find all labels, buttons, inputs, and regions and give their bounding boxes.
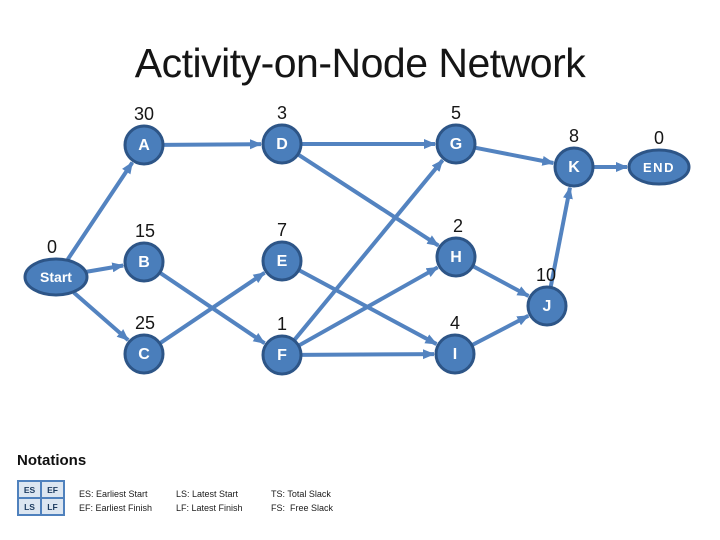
node-label-END: END (643, 160, 675, 175)
node-label-F: F (277, 347, 287, 364)
node-H: H2 (435, 216, 477, 278)
node-shape-E (261, 240, 303, 282)
node-shape-B (123, 241, 165, 283)
node-END: END 0 (627, 128, 691, 186)
node-shape-H (435, 236, 477, 278)
duration-label-J: 10 (536, 265, 556, 285)
legend-item: TS: Total Slack (271, 489, 331, 499)
edge-F-I (301, 349, 436, 360)
edge-J-K (548, 186, 573, 287)
legend-item: LS: Latest Start (176, 489, 239, 499)
duration-label-B: 15 (135, 221, 155, 241)
node-label-J: J (543, 298, 552, 315)
notation-legend: ES: Earliest Start LS: Latest Start TS: To… (79, 489, 381, 513)
node-label-A: A (138, 137, 150, 154)
edge-F-H (298, 265, 439, 347)
edges-layer (66, 139, 628, 360)
node-Start: Start 0 (23, 237, 89, 297)
node-shape-I (434, 333, 476, 375)
legend-item: ES: Earliest Start (79, 489, 148, 499)
duration-label-D: 3 (277, 103, 287, 123)
legend-item: FS: Free Slack (271, 503, 334, 513)
node-label-E: E (277, 253, 288, 270)
key-cell-EF: EF (40, 480, 65, 499)
duration-label-I: 4 (450, 313, 460, 333)
edge-Start-B (86, 262, 125, 274)
node-label-G: G (450, 136, 462, 153)
duration-label-Start: 0 (47, 237, 57, 257)
edge-F-G (293, 158, 445, 341)
node-E: E7 (261, 220, 303, 282)
node-label-K: K (568, 159, 580, 176)
node-shape-J (526, 285, 568, 327)
notations-heading: Notations (17, 452, 87, 469)
duration-label-G: 5 (451, 103, 461, 123)
edge-C-E (159, 271, 266, 345)
node-C: C 25 (123, 313, 165, 375)
node-F: F1 (261, 314, 303, 376)
duration-label-K: 8 (569, 126, 579, 146)
duration-label-END: 0 (654, 128, 664, 148)
edge-A-D (163, 139, 263, 150)
node-label-D: D (276, 136, 288, 153)
node-B: B 15 (123, 221, 165, 283)
duration-label-C: 25 (135, 313, 155, 333)
node-A: A 30 (123, 104, 165, 166)
legend-item: LF: Latest Finish (176, 503, 243, 513)
node-label-Start: Start (40, 269, 72, 285)
edge-G-K (475, 145, 555, 166)
node-shape-K (553, 146, 595, 188)
node-G: G5 (435, 103, 477, 165)
duration-label-E: 7 (277, 220, 287, 240)
node-shape-D (261, 123, 303, 165)
edge-H-J (472, 264, 530, 298)
node-shape-END (627, 148, 691, 186)
slide-title: Activity-on-Node Network (134, 40, 586, 86)
node-label-I: I (453, 346, 457, 363)
node-shape-Start (23, 257, 89, 297)
legend-item: EF: Earliest Finish (79, 503, 153, 513)
node-label-H: H (450, 249, 462, 266)
node-shape-G (435, 123, 477, 165)
key-cell-ES: ES (17, 480, 42, 499)
key-cell-LS: LS (17, 497, 42, 516)
node-I: I4 (434, 313, 476, 375)
duration-label-H: 2 (453, 216, 463, 236)
node-shape-A (123, 124, 165, 166)
key-cell-LF: LF (40, 497, 65, 516)
edge-D-H (297, 153, 440, 248)
node-K: K8 (553, 126, 595, 188)
edge-Start-A (66, 161, 135, 261)
edge-Start-C (72, 291, 130, 342)
duration-label-F: 1 (277, 314, 287, 334)
node-label-B: B (138, 254, 150, 271)
node-shape-F (261, 334, 303, 376)
node-J: J 10 (526, 265, 568, 327)
node-D: D3 (261, 103, 303, 165)
edge-I-J (471, 313, 530, 347)
node-label-C: C (138, 346, 150, 363)
node-shape-C (123, 333, 165, 375)
duration-label-A: 30 (134, 104, 154, 124)
